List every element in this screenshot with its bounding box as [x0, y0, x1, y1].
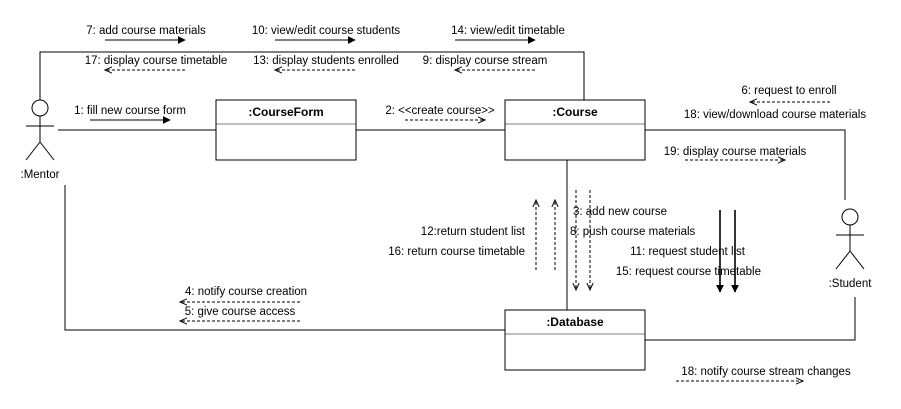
student-label: :Student: [829, 278, 873, 290]
label-17: 17: display course timetable: [85, 55, 228, 67]
label-3: 3: add new course: [573, 206, 667, 218]
label-18-notify: 18: notify course stream changes: [681, 366, 851, 378]
object-course: :Course: [504, 99, 646, 161]
mentor-leg-right: [39, 141, 55, 161]
link-mentor-database: [64, 185, 505, 331]
label-9: 9: display course stream: [423, 55, 548, 67]
student-leg-left: [835, 250, 851, 270]
label-10: 10: view/edit course students: [252, 25, 401, 37]
label-4: 4: notify course creation: [185, 286, 307, 298]
actor-mentor: [25, 99, 55, 161]
label-16: 16: return course timetable: [388, 246, 525, 258]
label-13: 13: display students enrolled: [253, 55, 399, 67]
label-14: 14: view/edit timetable: [451, 25, 565, 37]
label-2: 2: <<create course>>: [385, 105, 495, 117]
label-15: 15: request course timetable: [616, 266, 761, 278]
mentor-leg-left: [25, 141, 41, 161]
student-leg-right: [849, 250, 865, 270]
link-course-student: [645, 129, 846, 200]
course-title: :Course: [552, 105, 598, 119]
label-1: 1: fill new course form: [74, 105, 186, 117]
label-8: 8: push course materials: [570, 226, 696, 238]
label-12: 12:return student list: [421, 226, 526, 238]
database-title: :Database: [546, 315, 604, 329]
mentor-head: [31, 99, 49, 117]
label-11: 11: request student list: [630, 246, 746, 258]
label-5: 5: give course access: [185, 306, 296, 318]
student-head: [841, 208, 859, 226]
link-mentor-course-top: [39, 51, 585, 100]
label-19: 19: display course materials: [664, 146, 807, 158]
object-database: :Database: [504, 309, 646, 371]
label-18-view: 18: view/download course materials: [684, 109, 866, 121]
object-courseform: :CourseForm: [215, 99, 357, 161]
label-7: 7: add course materials: [86, 25, 206, 37]
message-arrows: [90, 36, 830, 381]
link-database-student: [645, 297, 856, 341]
actor-student: [835, 208, 865, 270]
mentor-label: :Mentor: [21, 169, 60, 181]
label-6: 6: request to enroll: [741, 85, 836, 97]
association-links: [39, 51, 856, 341]
message-labels: 7: add course materials 10: view/edit co…: [74, 25, 866, 378]
courseform-title: :CourseForm: [248, 105, 323, 119]
